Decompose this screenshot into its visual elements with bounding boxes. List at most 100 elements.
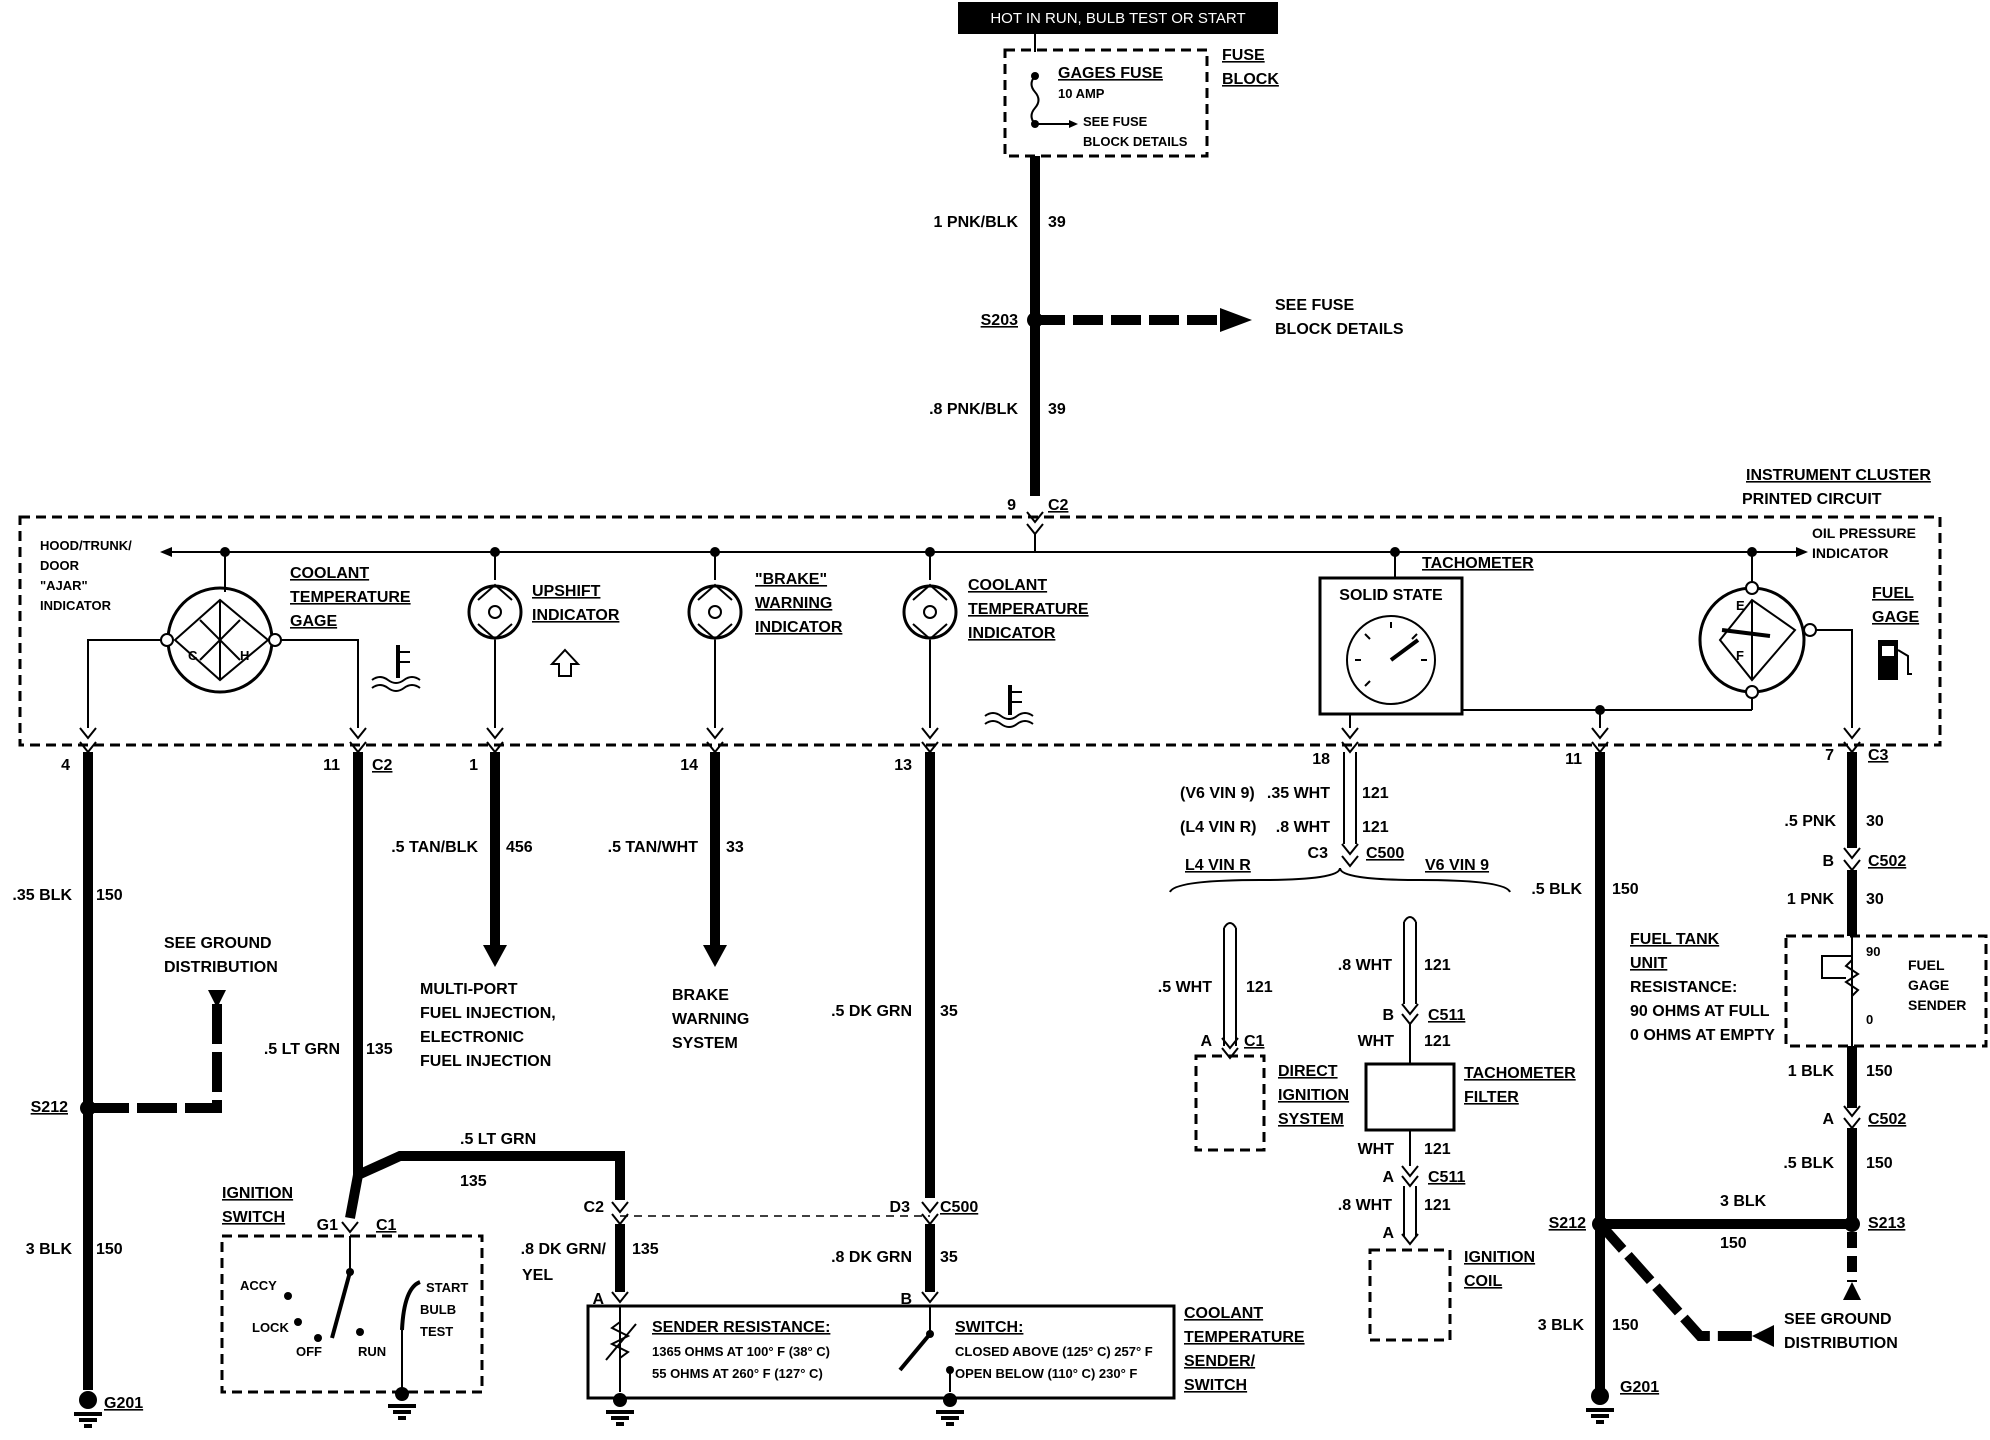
v6-wire-color: .8 WHT — [1338, 957, 1392, 974]
see-fuse-block-2: BLOCK DETAILS — [1275, 321, 1404, 338]
upshift-arrow-icon — [549, 648, 581, 677]
gage-f-mark: F — [1736, 648, 1744, 663]
vin-brace — [1169, 867, 1511, 893]
l4-vinr-note: (L4 VIN R) — [1180, 819, 1256, 836]
jumper-color: .5 LT GRN — [460, 1131, 536, 1148]
pin-11-right: 11 — [1565, 751, 1582, 768]
fgs-label-1: FUEL — [1908, 957, 1945, 973]
sender-name-3: SENDER/ — [1184, 1353, 1256, 1370]
fuel-conn-c502: C502 — [1868, 1111, 1906, 1128]
ignition-title-1: IGNITION — [222, 1185, 293, 1202]
pin-1: 1 — [469, 757, 478, 774]
c150-right-num: 150 — [1612, 881, 1639, 898]
ign-conn-c1: C1 — [376, 1217, 397, 1234]
c150-left-b-num: 150 — [96, 1241, 123, 1258]
c33-color: .5 TAN/WHT — [608, 839, 699, 856]
conn-c2-top: C2 — [1048, 497, 1069, 514]
c456-num: 456 — [506, 839, 533, 856]
tachometer-box — [1318, 576, 1464, 716]
fuel-gage-label-1: FUEL — [1872, 585, 1914, 602]
dis-label-3: SYSTEM — [1278, 1111, 1344, 1128]
ignition-start-contact — [400, 1280, 421, 1331]
see-ground-right-1: SEE GROUND — [1784, 1311, 1892, 1328]
conn-b-c502: B — [1822, 853, 1834, 870]
v6-wire-num: 121 — [1424, 957, 1451, 974]
sender-name-2: TEMPERATURE — [1184, 1329, 1305, 1346]
feed-lower-circuit: 39 — [1048, 401, 1066, 418]
ignition-ground-icon — [388, 1387, 416, 1420]
feed-lower-color: .8 PNK/BLK — [929, 401, 1018, 418]
l4-pin-a: A — [1200, 1033, 1212, 1050]
sender-wire-a-color-2: YEL — [522, 1267, 553, 1284]
pin-7: 7 — [1825, 747, 1834, 764]
sender-pin-b: B — [900, 1291, 912, 1308]
feed-upper-color: 1 PNK/BLK — [934, 214, 1019, 231]
c135-num: 135 — [366, 1041, 393, 1058]
ign-run: RUN — [358, 1344, 386, 1359]
c30-num: 30 — [1866, 813, 1884, 830]
fuel-w3-num: 150 — [1720, 1235, 1747, 1252]
v6-wht-1-num: 121 — [1424, 1033, 1451, 1050]
v6-vin9-note: (V6 VIN 9) — [1180, 785, 1255, 802]
splice-s213: S213 — [1868, 1215, 1905, 1232]
ground-g201-left-icon — [74, 1391, 102, 1428]
mpfi-label-1: MULTI-PORT — [420, 981, 518, 998]
c150-left-color: .35 BLK — [12, 887, 72, 904]
c35-color: .5 DK GRN — [831, 1003, 912, 1020]
sender-90: 90 — [1866, 944, 1880, 959]
ignition-switch-box — [220, 1234, 484, 1394]
fuel-w4-num: 150 — [1612, 1317, 1639, 1334]
l4-vin-r-label: L4 VIN R — [1185, 857, 1251, 874]
sender-resistor-icon — [609, 1321, 631, 1359]
direct-ignition-box — [1194, 1054, 1266, 1152]
oil-pressure-2: INDICATOR — [1812, 545, 1888, 561]
v6-conn-c511: C511 — [1428, 1007, 1465, 1024]
ign-coil-1: IGNITION — [1464, 1249, 1535, 1266]
cti-label-1: COOLANT — [968, 577, 1047, 594]
tachometer-filter-box — [1364, 1062, 1456, 1132]
sender-sw-2: OPEN BELOW (110° C) 230° F — [955, 1366, 1137, 1381]
coolant-gage-label-3: GAGE — [290, 613, 337, 630]
cluster-title-2: PRINTED CIRCUIT — [1742, 491, 1882, 508]
hood-ajar-3: "AJAR" — [40, 578, 88, 593]
brake-bulb — [687, 584, 743, 640]
jumper-num: 135 — [460, 1173, 487, 1190]
sender-name-1: COOLANT — [1184, 1305, 1263, 1322]
ground-g201-right: G201 — [1620, 1379, 1659, 1396]
gage-e-mark: E — [1736, 598, 1745, 613]
c30b-color: 1 PNK — [1787, 891, 1835, 908]
tach-filter-2: FILTER — [1464, 1089, 1519, 1106]
ign-test: TEST — [420, 1324, 453, 1339]
l4-wire-num: 121 — [1246, 979, 1273, 996]
see-ground-right-2: DISTRIBUTION — [1784, 1335, 1898, 1352]
ign-bulb: BULB — [420, 1302, 456, 1317]
brake-system-2: WARNING — [672, 1011, 749, 1028]
v6-vin-9-label: V6 VIN 9 — [1425, 857, 1489, 874]
cti-label-2: TEMPERATURE — [968, 601, 1089, 618]
dis-label-2: IGNITION — [1278, 1087, 1349, 1104]
c30-color: .5 PNK — [1784, 813, 1836, 830]
c121-a-color: .35 WHT — [1267, 785, 1330, 802]
gages-fuse-rating: 10 AMP — [1058, 86, 1105, 101]
coolant-gage-label-2: TEMPERATURE — [290, 589, 411, 606]
fuel-w1-color: 1 BLK — [1788, 1063, 1835, 1080]
ground-g201-right-icon — [1586, 1387, 1614, 1424]
pin-13: 13 — [894, 757, 912, 774]
conn-c2-left: C2 — [372, 757, 393, 774]
c33-num: 33 — [726, 839, 744, 856]
v6-wht-1: WHT — [1358, 1033, 1395, 1050]
l4-wire-color: .5 WHT — [1158, 979, 1212, 996]
sender-res-2: 55 OHMS AT 260° F (127° C) — [652, 1366, 823, 1381]
ground-g201-left: G201 — [104, 1395, 143, 1412]
brake-system-1: BRAKE — [672, 987, 729, 1004]
pin-4: 4 — [61, 757, 70, 774]
sender-pin-a: A — [592, 1291, 604, 1308]
ign-lock: LOCK — [252, 1320, 289, 1335]
pin-9: 9 — [1007, 497, 1016, 514]
splice-s203: S203 — [981, 312, 1018, 329]
sender-0: 0 — [1866, 1012, 1873, 1027]
fuel-w2-color: .5 BLK — [1783, 1155, 1834, 1172]
circuit-135-jumper — [355, 1151, 625, 1200]
c35-num: 35 — [940, 1003, 958, 1020]
